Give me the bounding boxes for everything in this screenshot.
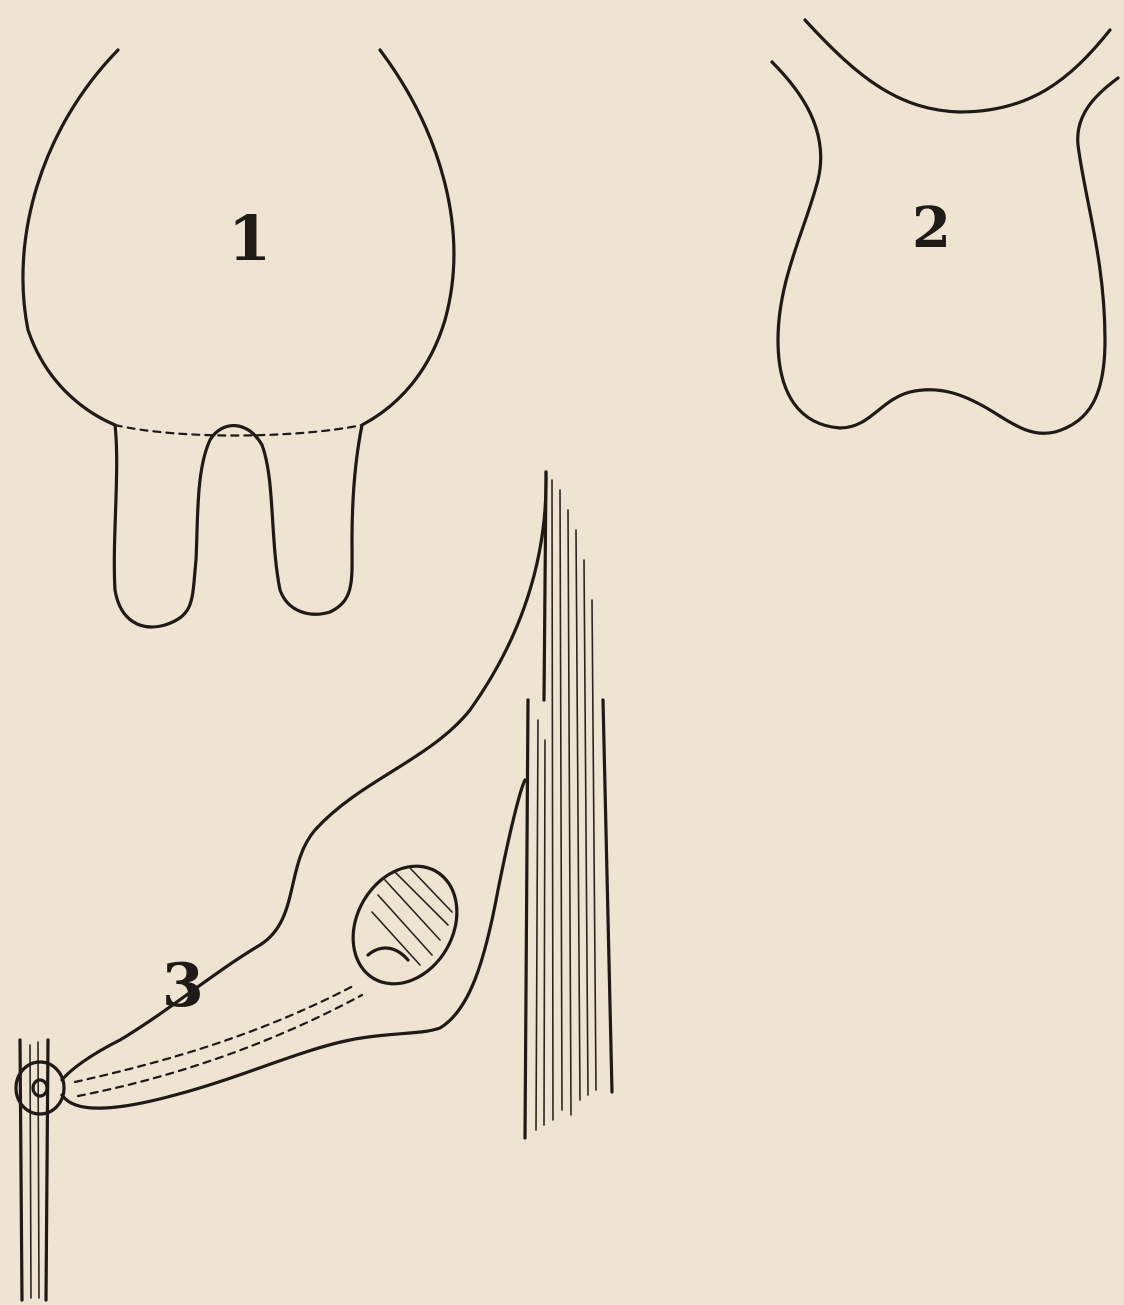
figure-3-stem-left-edge	[525, 700, 528, 1138]
figure-3-left-stem-inner	[46, 1040, 48, 1300]
figure-2-top-curve	[805, 20, 1110, 112]
figure-1-outline	[23, 50, 454, 627]
figure-2-label: 2	[912, 200, 951, 256]
figure-1-drawing	[23, 50, 454, 627]
figure-3-body-outline	[62, 472, 546, 1108]
figure-3-inner-channel-upper	[75, 985, 355, 1082]
figure-3-stem-right-edge	[603, 700, 612, 1092]
figure-3-label: 3	[162, 956, 204, 1016]
figure-3-left-stem-outer	[20, 1040, 22, 1300]
figure-3-node	[16, 1062, 64, 1114]
figure-3-drawing	[16, 472, 612, 1300]
figure-3-oval	[332, 847, 477, 1002]
figure-1-label: 1	[228, 208, 271, 270]
